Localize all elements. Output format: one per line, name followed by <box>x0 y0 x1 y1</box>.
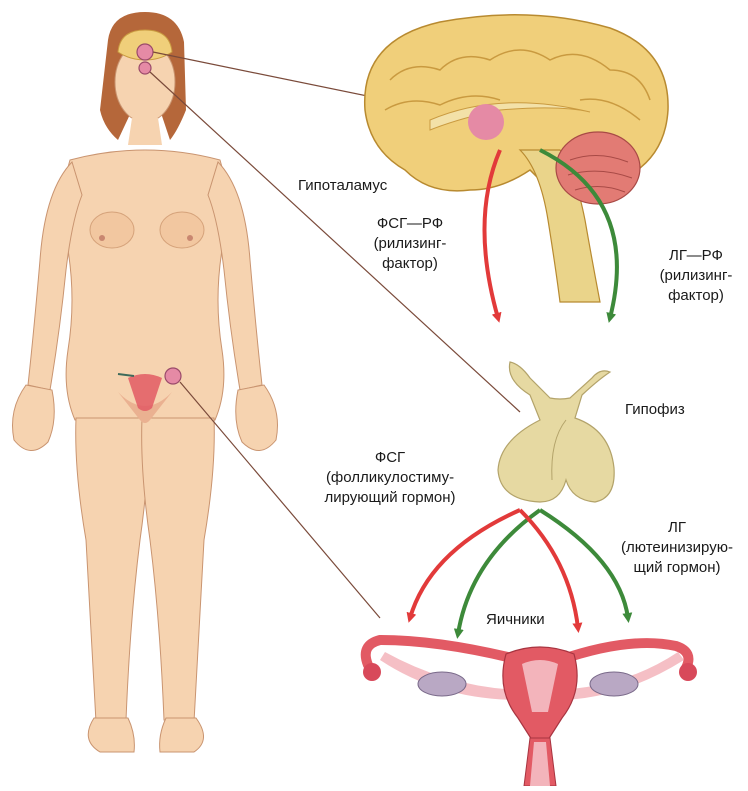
ovary-marker <box>165 368 181 384</box>
leg-left <box>76 418 149 722</box>
label-fsh-rf-line1: ФСГ—РФ <box>360 214 460 234</box>
female-figure <box>13 12 278 752</box>
label-fsh-line3: лирующий гормон) <box>310 488 470 508</box>
label-lh-rf-line1: ЛГ—РФ <box>650 246 742 266</box>
label-hypothalamus: Гипоталамус <box>298 176 387 196</box>
label-lh-line3: щий гормон) <box>612 558 742 578</box>
leg-right <box>142 418 215 722</box>
label-lh-line1: ЛГ <box>612 518 742 538</box>
label-fsh-rf: ФСГ—РФ (рилизинг- фактор) <box>360 214 460 274</box>
label-lh-line2: (лютеинизирую- <box>612 538 742 558</box>
label-pituitary: Гипофиз <box>625 400 685 420</box>
breast-left <box>90 212 134 248</box>
hand-right <box>236 385 278 451</box>
label-lh: ЛГ (лютеинизирую- щий гормон) <box>612 518 742 578</box>
neck <box>128 118 162 145</box>
ovary-right <box>590 672 638 696</box>
breast-right <box>160 212 204 248</box>
hypothalamus-spot <box>468 104 504 140</box>
pituitary-gland <box>498 362 614 502</box>
hypothalamus-marker <box>137 44 153 60</box>
label-fsh-rf-line2: (рилизинг- <box>360 234 460 254</box>
label-lh-rf-line3: фактор) <box>650 286 742 306</box>
hand-left <box>13 385 55 451</box>
foot-right <box>160 718 204 752</box>
ovary-left <box>418 672 466 696</box>
label-lh-rf: ЛГ—РФ (рилизинг- фактор) <box>650 246 742 306</box>
pituitary-marker <box>139 62 151 74</box>
label-ovaries: Яичники <box>486 610 545 630</box>
label-fsh-line1: ФСГ <box>310 448 470 468</box>
uterus-ovaries <box>363 640 697 786</box>
label-lh-rf-line2: (рилизинг- <box>650 266 742 286</box>
foot-left <box>88 718 134 752</box>
label-fsh-rf-line3: фактор) <box>360 254 460 274</box>
label-fsh-line2: (фолликулостиму- <box>310 468 470 488</box>
label-fsh: ФСГ (фолликулостиму- лирующий гормон) <box>310 448 470 508</box>
